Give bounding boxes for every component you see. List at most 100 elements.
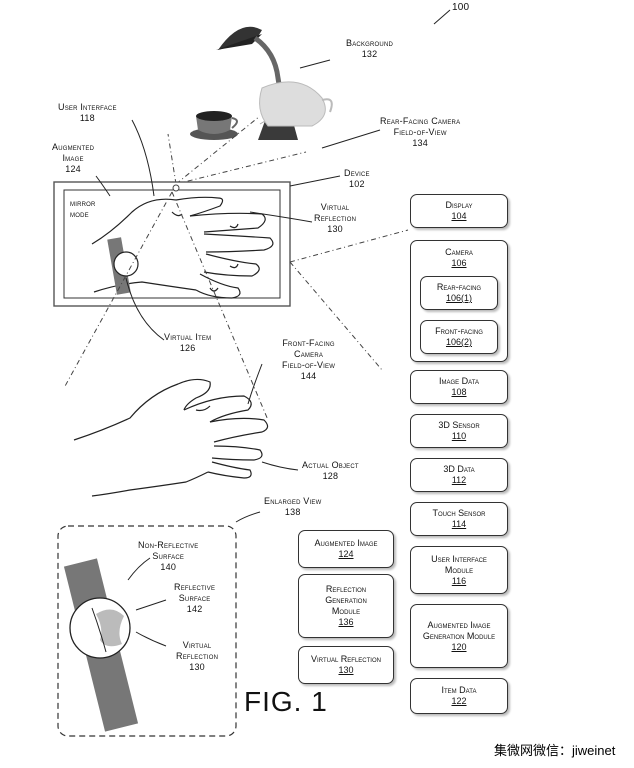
3d-data-box: 3D Data 112	[410, 458, 508, 492]
non-reflective-num: 140	[160, 562, 177, 572]
reflective-line1: Reflective	[174, 582, 216, 592]
front-fov-line2: Camera	[294, 349, 324, 359]
virtual-item-text: Virtual Item	[164, 332, 212, 342]
virtual-reflection2-line2: Reflection	[176, 651, 219, 661]
enlarged-view-label: Enlarged View 138	[264, 496, 321, 518]
enlarged-view-num: 138	[284, 507, 301, 517]
actual-object-label: Actual Object 128	[302, 460, 359, 482]
front-facing-box-label: Front-facing	[435, 326, 483, 336]
display-box-label: Display	[445, 200, 473, 210]
non-reflective-label: Non-Reflective Surface 140	[138, 540, 198, 573]
augmented-image-box: Augmented Image 124	[298, 530, 394, 568]
actual-hand-drawing	[73, 378, 269, 497]
actual-object-text: Actual Object	[302, 460, 359, 470]
reflective-label: Reflective Surface 142	[174, 582, 215, 615]
image-data-box-label: Image Data	[439, 376, 479, 386]
rear-fov-label: Rear-Facing Camera Field-of-View 134	[380, 116, 460, 149]
front-fov-line1: Front-Facing	[282, 338, 335, 348]
rear-fov-line1: Rear-Facing Camera	[380, 116, 461, 126]
ui-module-box-label: User Interface Module	[431, 553, 487, 575]
virtual-item-num: 126	[179, 343, 196, 353]
mirror-mode-line2: mode	[70, 209, 89, 219]
aig-module-box-label: Augmented Image Generation Module	[422, 619, 496, 641]
display-box-num: 104	[451, 211, 467, 221]
3d-sensor-box: 3D Sensor 110	[410, 414, 508, 448]
user-interface-label: User Interface 118	[58, 102, 117, 124]
front-facing-box: Front-facing 106(2)	[420, 320, 498, 354]
ui-module-box: User Interface Module 116	[410, 546, 508, 594]
front-fov-line3: Field-of-View	[282, 360, 336, 370]
device-text: Device	[344, 168, 370, 178]
user-interface-screen	[63, 189, 281, 299]
touch-sensor-box-label: Touch Sensor	[432, 508, 486, 518]
user-interface-text: User Interface	[58, 102, 117, 112]
figure-title: FIG. 1	[244, 686, 328, 717]
device-num: 102	[349, 179, 365, 189]
user-interface-num: 118	[79, 113, 95, 123]
augmented-image-line1: Augmented	[52, 142, 95, 152]
camera-box-label: Camera	[445, 247, 473, 257]
touch-sensor-box: Touch Sensor 114	[410, 502, 508, 536]
watermark: 集微网微信：jiweinet	[494, 743, 616, 758]
touch-sensor-box-num: 114	[451, 519, 467, 529]
reflective-num: 142	[186, 604, 203, 614]
reflection-generation-box: Reflection Generation Module 136	[298, 574, 394, 638]
image-data-box: Image Data 108	[410, 370, 508, 404]
camera-lens	[172, 184, 180, 192]
background-text: Background	[346, 38, 394, 48]
virtual-watch-drawing	[107, 237, 139, 295]
background-label: Background 132	[346, 38, 393, 60]
mirror-hand-drawing	[91, 196, 274, 299]
display-box: Display 104	[410, 194, 508, 228]
rear-facing-box-label: Rear-facing	[436, 282, 482, 292]
virtual-reflection-box: Virtual Reflection 130	[298, 646, 394, 684]
virtual-reflection-line2: Reflection	[314, 213, 357, 223]
virtual-reflection2-num: 130	[189, 662, 205, 672]
virtual-reflection-box-num: 130	[338, 665, 354, 675]
ui-module-box-num: 116	[451, 575, 467, 586]
virtual-reflection2-line1: Virtual	[182, 640, 212, 650]
cup-drawing	[190, 111, 238, 140]
front-fov-label: Front-Facing Camera Field-of-View 144	[282, 338, 335, 382]
aig-module-box: Augmented Image Generation Module 120	[410, 604, 508, 668]
virtual-reflection-box-label: Virtual Reflection	[311, 654, 381, 664]
augmented-image-line2: Image	[62, 153, 84, 163]
mirror-mode-line1: mirror	[70, 198, 96, 208]
rear-fov-line2: Field-of-View	[393, 127, 447, 137]
rear-fov-num: 134	[412, 138, 428, 148]
virtual-item-label: Virtual Item 126	[164, 332, 211, 354]
teapot-drawing	[259, 81, 333, 127]
augmented-image-box-num: 124	[338, 549, 354, 559]
front-fov-lines	[63, 191, 409, 421]
augmented-image-box-label: Augmented Image	[314, 538, 378, 548]
virtual-reflection-line1: Virtual	[320, 202, 350, 212]
ref-100: 100	[452, 2, 470, 13]
rear-facing-box: Rear-facing 106(1)	[420, 276, 498, 310]
virtual-reflection-num: 130	[327, 224, 343, 234]
camera-box-num: 106	[451, 258, 467, 268]
leader-lines	[95, 9, 451, 647]
augmented-image-label: Augmented Image 124	[52, 142, 94, 175]
reflection-generation-box-num: 136	[338, 617, 354, 627]
augmented-image-num: 124	[65, 164, 81, 174]
rear-fov-lines	[167, 115, 307, 185]
non-reflective-line1: Non-Reflective	[138, 540, 199, 550]
enlarged-watch-drawing	[63, 558, 139, 732]
virtual-reflection2-label: Virtual Reflection 130	[176, 640, 218, 673]
mirror-mode-label: mirror mode	[70, 198, 96, 220]
3d-data-box-num: 112	[451, 475, 467, 485]
3d-sensor-box-label: 3D Sensor	[438, 420, 480, 430]
3d-data-box-label: 3D Data	[443, 464, 475, 474]
reflection-generation-box-label: Reflection Generation Module	[325, 584, 367, 616]
background-num: 132	[361, 49, 378, 59]
enlarged-view-text: Enlarged View	[264, 496, 322, 506]
aig-module-box-num: 120	[451, 641, 467, 652]
image-data-box-num: 108	[451, 387, 467, 397]
reflective-line2: Surface	[178, 593, 211, 603]
rear-facing-box-num: 106(1)	[445, 293, 472, 303]
item-data-box: Item Data 122	[410, 678, 508, 714]
3d-sensor-box-num: 110	[451, 431, 467, 441]
front-fov-num: 144	[300, 371, 317, 381]
